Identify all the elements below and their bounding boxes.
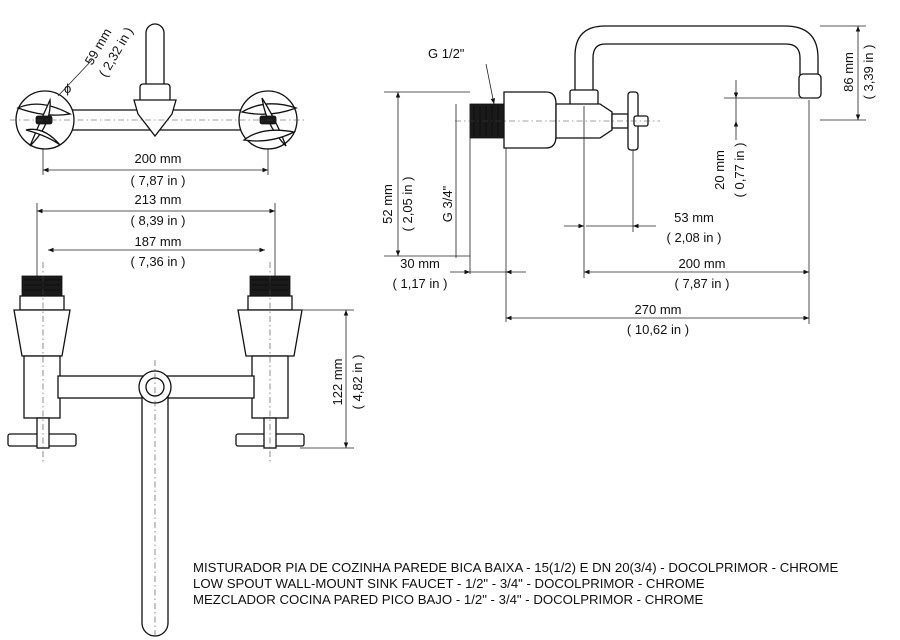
- front-height-mm: 122 mm: [330, 359, 345, 406]
- front-view: 213 mm ( 8,39 in ) 187 mm ( 7,36 in ): [7, 192, 365, 637]
- caption-spanish: MEZCLADOR COCINA PARED PICO BAJO - 1/2" …: [193, 592, 704, 607]
- top-right-handle: [238, 90, 298, 150]
- side-total-length-mm: 270 mm: [635, 302, 682, 317]
- side-spout-reach-mm: 200 mm: [679, 256, 726, 271]
- side-body-height-in: ( 2,05 in ): [400, 177, 415, 232]
- label-g-half: G 1/2": [428, 46, 465, 61]
- side-spout-height-mm: 86 mm: [841, 52, 856, 92]
- caption-portuguese: MISTURADOR PIA DE COZINHA PAREDE BICA BA…: [193, 560, 839, 575]
- top-left-handle: [15, 90, 75, 150]
- label-g-three-quarter: G 3/4": [440, 185, 455, 222]
- side-thread-length-mm: 30 mm: [400, 256, 440, 271]
- front-left-valve: [7, 275, 77, 449]
- side-body-height-mm: 52 mm: [380, 184, 395, 224]
- side-handle-offset-in: ( 2,08 in ): [667, 230, 722, 245]
- side-spout-height-in: ( 3,39 in ): [861, 45, 876, 100]
- front-centers-mm: 187 mm: [135, 234, 182, 249]
- side-spout-reach-in: ( 7,87 in ): [675, 276, 730, 291]
- product-caption: MISTURADOR PIA DE COZINHA PAREDE BICA BA…: [193, 560, 898, 608]
- side-total-length-in: ( 10,62 in ): [627, 322, 689, 337]
- front-outer-mm: 213 mm: [135, 192, 182, 207]
- top-diameter-symbol: ϕ: [64, 81, 71, 96]
- side-spout-drop-mm: 20 mm: [712, 150, 727, 190]
- side-spout-drop-in: ( 0,77 in ): [732, 143, 747, 198]
- top-view: ϕ 59 mm ( 2,32 in ) 200 mm ( 7,87 in ): [10, 23, 305, 188]
- front-outer-in: ( 8,39 in ): [131, 213, 186, 228]
- side-thread-length-in: ( 1,17 in ): [393, 276, 448, 291]
- caption-english: LOW SPOUT WALL-MOUNT SINK FAUCET - 1/2" …: [193, 576, 705, 591]
- front-centers-in: ( 7,36 in ): [131, 254, 186, 269]
- top-centers-in: ( 7,87 in ): [131, 173, 186, 188]
- front-height-in: ( 4,82 in ): [350, 355, 365, 410]
- side-view: G 1/2" 52 mm ( 2,05 in ) G 3/4" 30 mm ( …: [380, 25, 876, 337]
- side-handle-offset-mm: 53 mm: [674, 210, 714, 225]
- top-centers-mm: 200 mm: [135, 151, 182, 166]
